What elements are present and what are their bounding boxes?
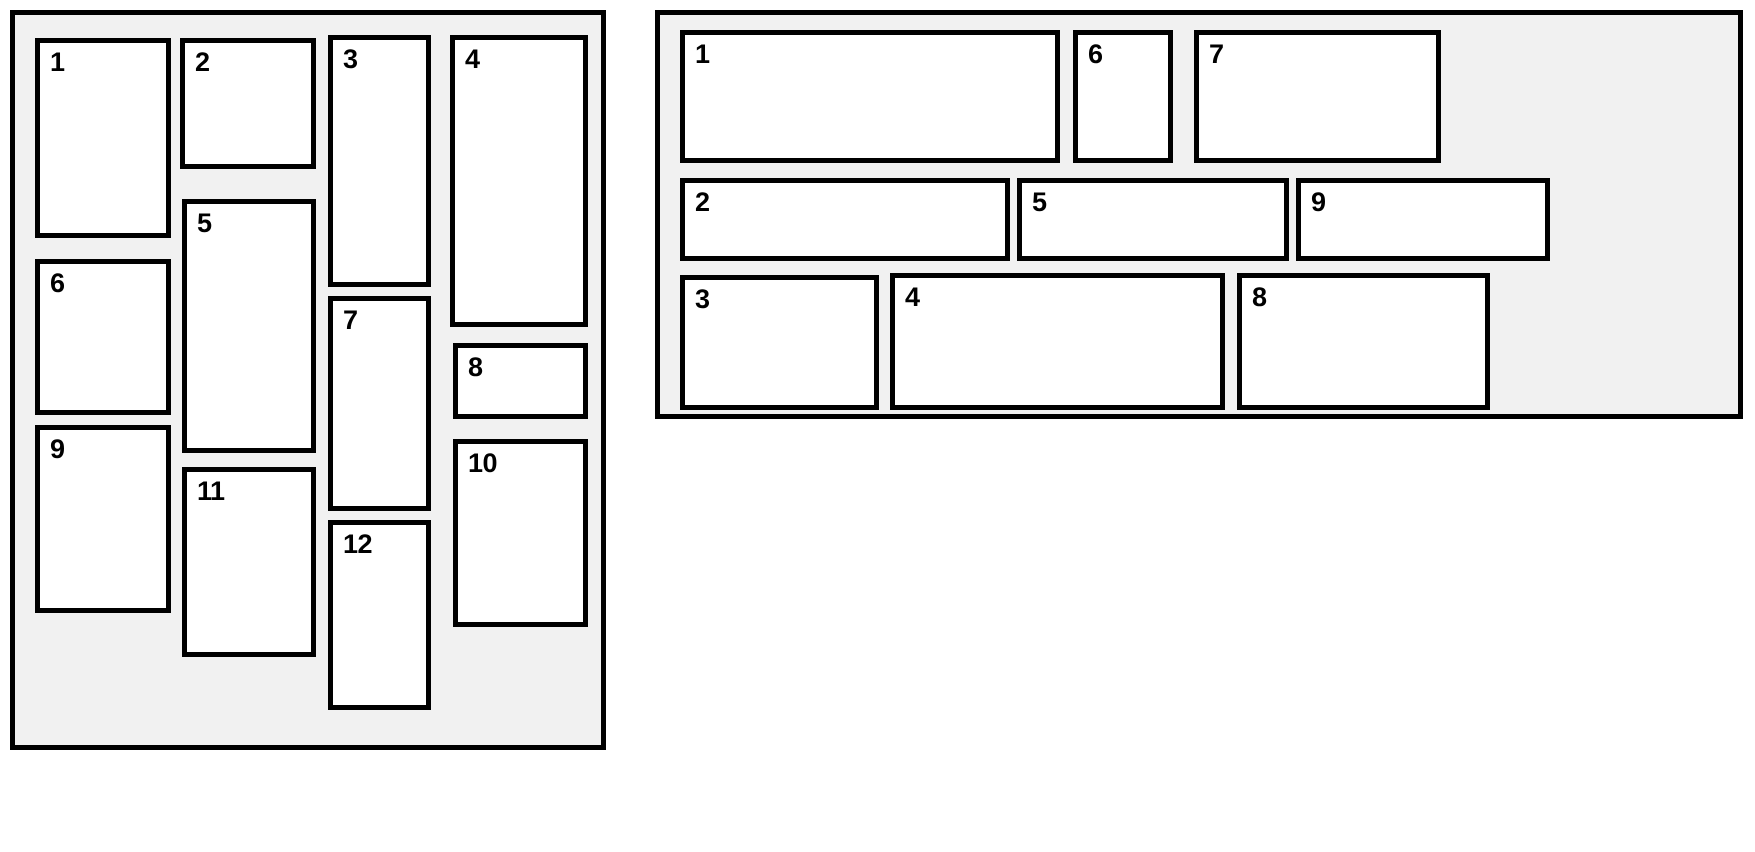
box-number-label: 5 (197, 208, 212, 238)
layout-box[interactable]: 10 (453, 439, 588, 627)
layout-box[interactable]: 7 (1194, 30, 1441, 163)
layout-box[interactable]: 1 (35, 38, 171, 238)
box-number-label: 1 (50, 47, 65, 77)
layout-box[interactable]: 9 (35, 425, 171, 613)
layout-box[interactable]: 3 (680, 275, 879, 410)
box-number-label: 7 (1209, 39, 1224, 69)
layout-box[interactable]: 3 (328, 35, 431, 287)
layout-box[interactable]: 4 (450, 35, 588, 327)
box-number-label: 11 (197, 476, 225, 506)
box-number-label: 4 (465, 44, 480, 74)
box-number-label: 9 (50, 434, 65, 464)
layout-box[interactable]: 8 (453, 343, 588, 419)
box-number-label: 9 (1311, 187, 1326, 217)
box-number-label: 8 (468, 352, 483, 382)
box-number-label: 6 (50, 268, 65, 298)
box-number-label: 5 (1032, 187, 1047, 217)
layout-box[interactable]: 4 (890, 273, 1225, 410)
box-number-label: 6 (1088, 39, 1103, 69)
layout-box[interactable]: 5 (182, 199, 316, 453)
layout-box[interactable]: 7 (328, 296, 431, 511)
box-number-label: 12 (343, 529, 373, 559)
layout-box[interactable]: 12 (328, 520, 431, 710)
layout-box[interactable]: 5 (1017, 178, 1289, 261)
layout-box[interactable]: 11 (182, 467, 316, 657)
landscape-layout-panel: 1 6 7 2 5 9 3 4 8 (655, 10, 1743, 419)
layout-box[interactable]: 8 (1237, 273, 1490, 410)
box-number-label: 3 (343, 44, 358, 74)
layout-box[interactable]: 2 (180, 38, 316, 169)
box-number-label: 8 (1252, 282, 1267, 312)
box-number-label: 2 (695, 187, 710, 217)
layout-box[interactable]: 9 (1296, 178, 1550, 261)
layout-box[interactable]: 2 (680, 178, 1010, 261)
layout-box[interactable]: 6 (1073, 30, 1173, 163)
box-number-label: 2 (195, 47, 210, 77)
layout-box[interactable]: 6 (35, 259, 171, 415)
box-number-label: 4 (905, 282, 920, 312)
box-number-label: 10 (468, 448, 498, 478)
box-number-label: 7 (343, 305, 358, 335)
box-number-label: 3 (695, 284, 710, 314)
box-number-label: 1 (695, 39, 710, 69)
layout-box[interactable]: 1 (680, 30, 1060, 163)
